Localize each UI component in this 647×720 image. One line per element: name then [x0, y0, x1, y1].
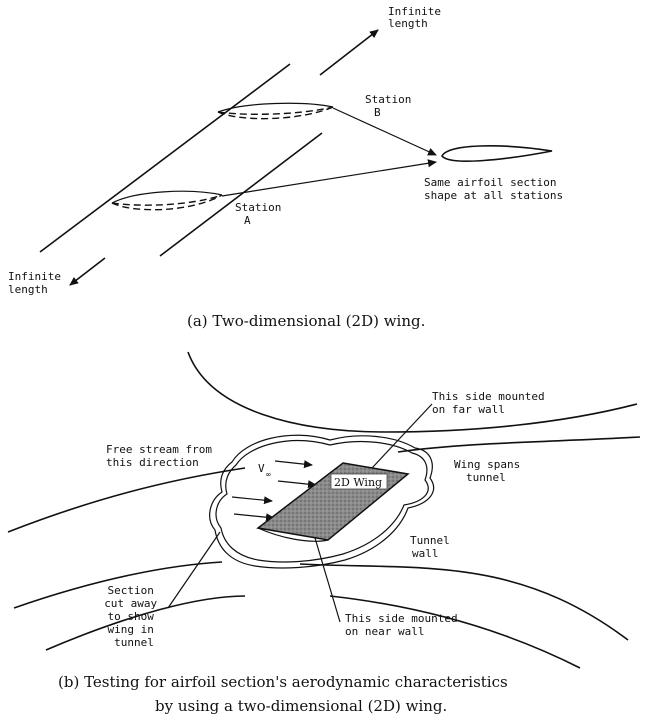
- leader-far-wall: [371, 403, 433, 469]
- label-near-wall: This side mounted on near wall: [345, 612, 464, 638]
- flow-arrow-4: [233, 513, 275, 522]
- infinite-length-arrow-top: [319, 29, 379, 76]
- station-a-arrow: [221, 159, 437, 197]
- label-far-wall: This side mounted on far wall: [432, 390, 551, 416]
- airfoil-station-b: [217, 102, 334, 120]
- label-station-a: Station A: [235, 201, 288, 227]
- tunnel-near-wall-top: [13, 561, 223, 609]
- tunnel-near-wall-bottom: [45, 595, 246, 651]
- wing-edge-line-right: [159, 132, 323, 257]
- airfoil-section-shape: [441, 145, 553, 162]
- panel-b-wind-tunnel-test: This side mounted on far wall Free strea…: [7, 351, 641, 715]
- label-v-infinity-subscript: ∞: [266, 470, 271, 479]
- leader-near-wall: [314, 537, 341, 623]
- airfoil-station-a: [111, 190, 223, 211]
- caption-panel-b-line-1: (b) Testing for airfoil section's aerody…: [58, 673, 508, 691]
- cutaway-region: [209, 434, 435, 569]
- flow-arrow-2: [277, 480, 317, 489]
- panel-a-two-dimensional-wing: Infinite length Station B Station A Same…: [8, 5, 563, 330]
- caption-panel-b-line-2: by using a two-dimensional (2D) wing.: [155, 697, 447, 715]
- wing-label-box: [330, 473, 388, 490]
- station-b-arrow: [332, 107, 437, 156]
- label-infinite-length-bottom: Infinite length: [8, 270, 68, 296]
- label-section-cut-away: Section cut away to show wing in tunnel: [104, 584, 164, 649]
- infinite-length-arrow-bottom: [69, 257, 106, 286]
- label-station-b: Station B: [365, 93, 418, 119]
- tunnel-far-wall-outer: [187, 351, 638, 433]
- caption-panel-a: (a) Two-dimensional (2D) wing.: [187, 312, 425, 330]
- label-2d-wing: 2D Wing: [334, 476, 382, 489]
- label-infinite-length-top: Infinite length: [388, 5, 448, 30]
- label-same-airfoil-section: Same airfoil section shape at all statio…: [424, 176, 563, 202]
- label-v-infinity: V: [258, 462, 265, 475]
- tunnel-far-wall-inner-right: [397, 436, 641, 453]
- flow-arrow-3: [231, 496, 273, 505]
- tunnel-near-wall-top-right: [299, 563, 629, 641]
- label-wing-spans: Wing spans tunnel: [454, 458, 527, 484]
- two-d-wing-leading-edge: [257, 527, 329, 542]
- label-free-stream: Free stream from this direction: [106, 443, 219, 469]
- flow-arrow-1: [274, 460, 313, 469]
- leader-section-cut: [167, 531, 221, 609]
- tunnel-near-wall-bottom-right: [329, 595, 581, 669]
- label-tunnel-wall: Tunnel wall: [410, 534, 456, 560]
- tunnel-far-wall-inner: [7, 467, 246, 533]
- wing-edge-line-left: [39, 63, 291, 253]
